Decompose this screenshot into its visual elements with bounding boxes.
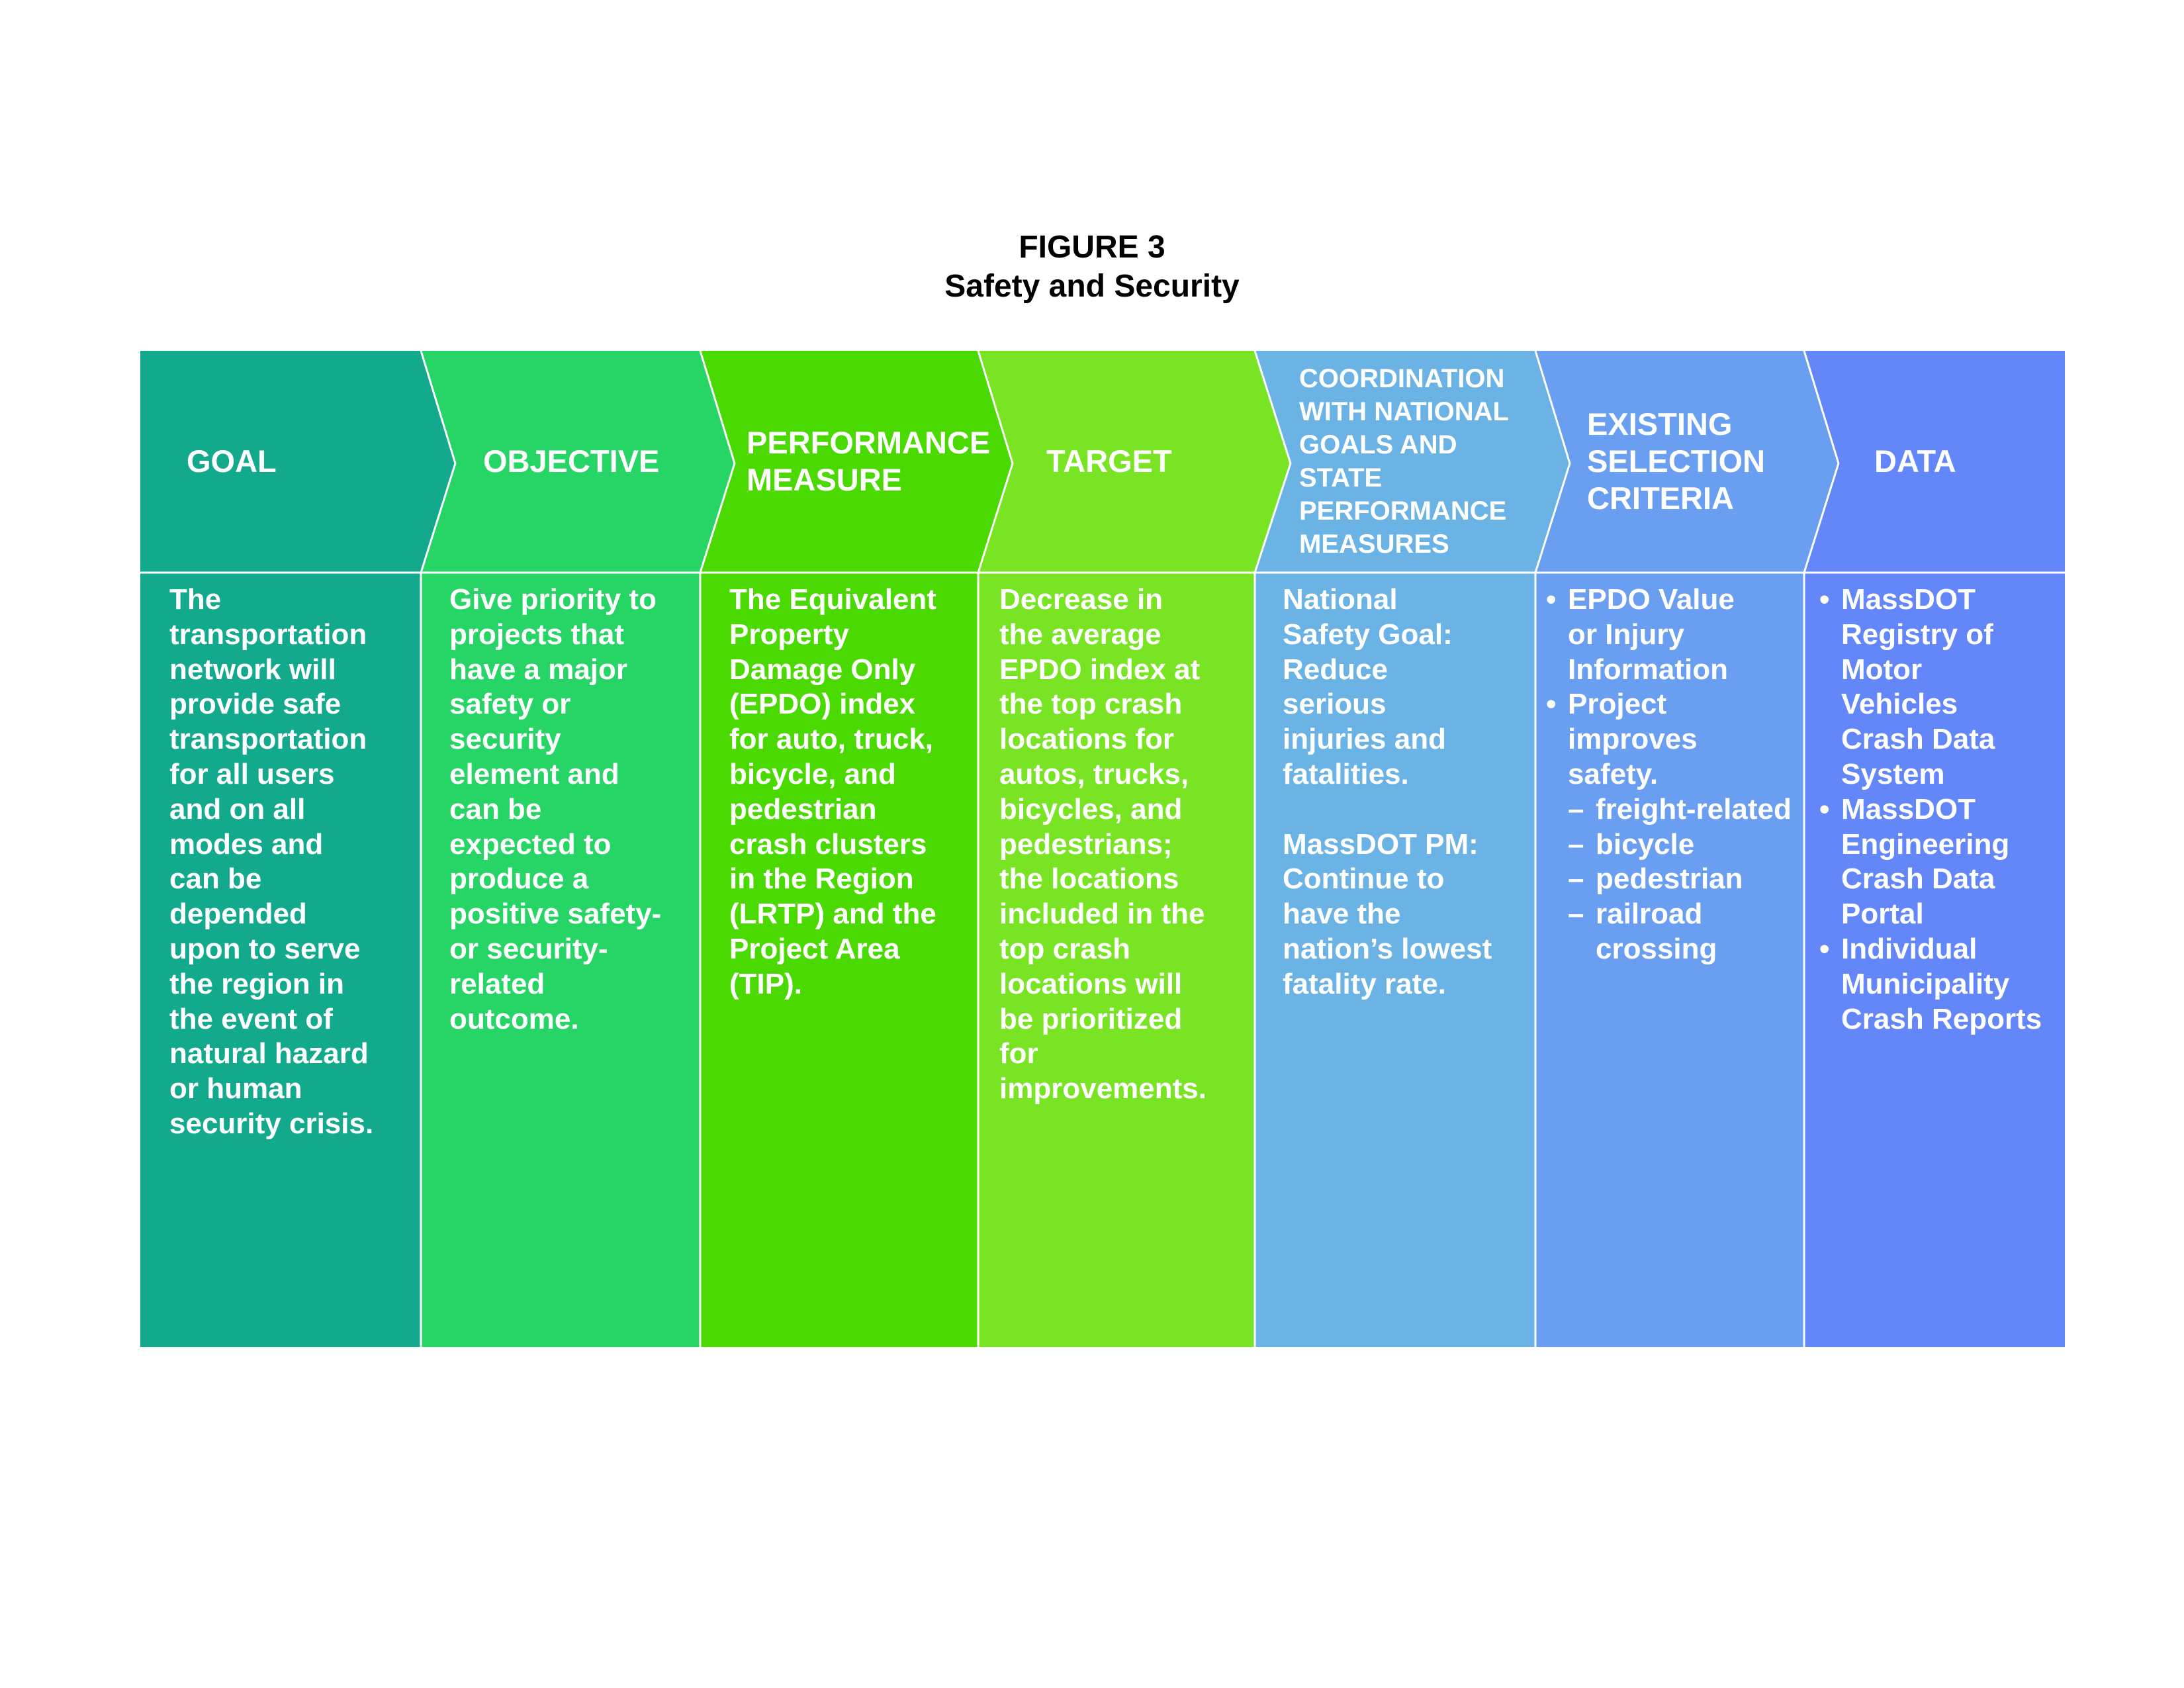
band-existing-selection-criteria <box>1535 351 1839 1347</box>
sub-bullet-text: freight-related <box>1596 792 1792 825</box>
dash-marker: – <box>1568 792 1584 825</box>
bullet-text: Individual Municipality Crash Reports <box>1841 932 2042 1035</box>
bullet-item: • MassDOT Registry of Motor Vehicles Cra… <box>1819 583 2071 792</box>
bullet-item: • Individual Municipality Crash Reports <box>1819 932 2071 1037</box>
header-objective: OBJECTIVE <box>483 351 702 571</box>
dash-marker: – <box>1568 863 1584 896</box>
bullet-text: MassDOT Engineering Crash Data Portal <box>1841 792 2010 931</box>
bullet-item: • EPDO Value or Injury Information <box>1546 583 1807 687</box>
body-existing-selection-criteria: • EPDO Value or Injury Information • Pro… <box>1546 583 1807 967</box>
bullet-text: MassDOT Registry of Motor Vehicles Crash… <box>1841 583 1995 790</box>
band-performance-measure <box>700 351 1013 1347</box>
dash-marker: – <box>1568 827 1584 861</box>
header-coordination: COORDINATION WITH NATIONAL GOALS AND STA… <box>1299 351 1531 571</box>
chevron-divider <box>699 350 736 573</box>
header-existing-selection-criteria-label: EXISTING SELECTION CRITERIA <box>1587 406 1765 516</box>
sub-bullet-item: – freight-related <box>1546 792 1807 827</box>
body-data: • MassDOT Registry of Motor Vehicles Cra… <box>1819 583 2071 1037</box>
band-data <box>1804 351 2065 1347</box>
bullet-marker: • <box>1819 792 1830 825</box>
sub-bullet-item: – railroad crossing <box>1546 897 1807 967</box>
band-goal <box>140 351 455 1347</box>
bullet-text: Project improves safety. <box>1568 688 1698 790</box>
objective-text: Give priority to projects that have a ma… <box>449 583 662 1035</box>
chevron-divider <box>1534 350 1571 573</box>
header-target-label: TARGET <box>1046 443 1172 479</box>
sub-bullet-text: pedestrian <box>1596 863 1743 896</box>
chevron-divider <box>420 350 457 573</box>
goal-text: The transportation network will provide … <box>169 583 374 1140</box>
sub-bullet-text: bicycle <box>1596 827 1695 861</box>
bullet-marker: • <box>1546 688 1557 721</box>
header-performance-measure: PERFORMANCE MEASURE <box>747 351 1005 571</box>
bullet-item: • MassDOT Engineering Crash Data Portal <box>1819 792 2071 932</box>
coordination-paragraph: National Safety Goal: Reduce serious inj… <box>1283 583 1453 790</box>
coordination-paragraph: MassDOT PM: Continue to have the nation’… <box>1283 827 1492 1000</box>
bullet-marker: • <box>1819 583 1830 616</box>
header-objective-label: OBJECTIVE <box>483 443 660 479</box>
target-text: Decrease in the average EPDO index at th… <box>999 583 1206 1105</box>
sub-bullet-item: – bicycle <box>1546 827 1807 863</box>
bullet-text: EPDO Value or Injury Information <box>1568 583 1735 686</box>
bullet-marker: • <box>1819 932 1830 965</box>
dash-marker: – <box>1568 898 1584 931</box>
band-coordination <box>1255 351 1570 1347</box>
bullet-marker: • <box>1546 583 1557 616</box>
header-performance-measure-label: PERFORMANCE MEASURE <box>747 424 991 497</box>
body-coordination: National Safety Goal: Reduce serious inj… <box>1283 583 1531 1002</box>
header-target: TARGET <box>1046 351 1245 571</box>
performance-measure-text: The Equivalent Property Damage Only (EPD… <box>729 583 936 1000</box>
body-target: Decrease in the average EPDO index at th… <box>999 583 1251 1107</box>
figure-number: FIGURE 3 <box>1019 230 1165 265</box>
header-goal-label: GOAL <box>187 443 277 479</box>
header-data: DATA <box>1874 351 2060 571</box>
sub-bullet-item: – pedestrian <box>1546 862 1807 897</box>
header-coordination-label: COORDINATION WITH NATIONAL GOALS AND STA… <box>1299 363 1509 559</box>
body-goal: The transportation network will provide … <box>169 583 414 1142</box>
chevron-divider <box>1803 350 1840 573</box>
header-existing-selection-criteria: EXISTING SELECTION CRITERIA <box>1587 351 1812 571</box>
header-data-label: DATA <box>1874 443 1956 479</box>
bullet-item: • Project improves safety. <box>1546 687 1807 792</box>
chevron-divider <box>1253 350 1292 573</box>
body-objective: Give priority to projects that have a ma… <box>449 583 696 1037</box>
band-target <box>978 351 1291 1347</box>
header-goal: GOAL <box>187 351 412 571</box>
sub-bullet-text: railroad crossing <box>1596 898 1717 965</box>
body-performance-measure: The Equivalent Property Damage Only (EPD… <box>729 583 976 1002</box>
chevron-divider <box>977 350 1014 573</box>
figure-title: Safety and Security <box>944 269 1240 304</box>
band-objective <box>421 351 735 1347</box>
